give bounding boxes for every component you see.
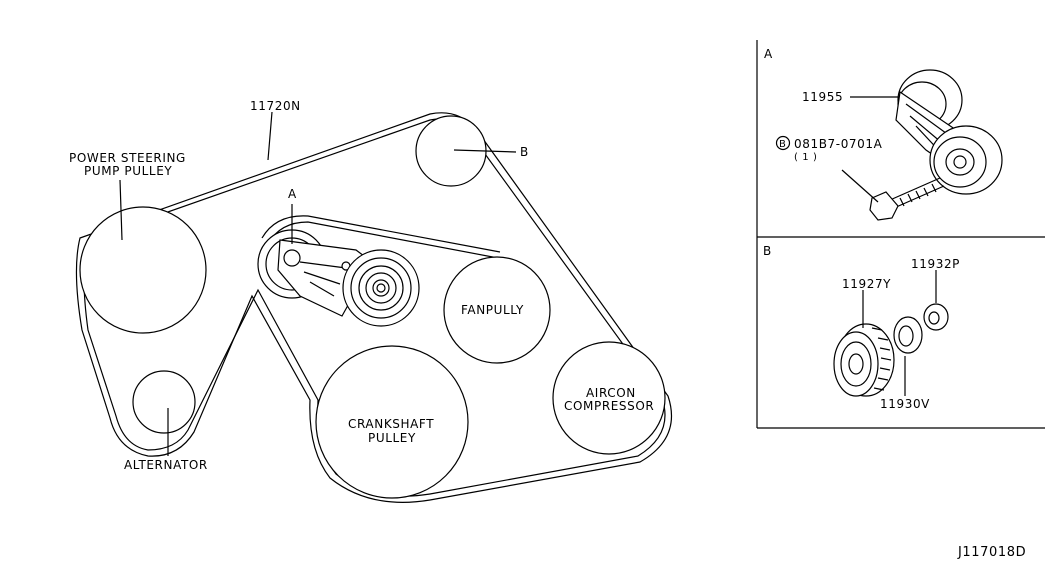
drive-belt-outer [75,112,672,503]
tensioner-part-number: 11955 [802,90,843,104]
alternator-label: ALTERNATOR [124,458,208,472]
aircon-label-line2: COMPRESSOR [564,399,654,413]
crankshaft-pulley [315,345,469,499]
detail-b-label: B [763,244,772,258]
detail-b-pulley [833,323,895,397]
bolt-spec-circle-letter: B [779,139,786,150]
detail-b-bearing [923,303,949,331]
bolt-quantity: ( 1 ) [794,152,818,163]
fan-pulley-label: FANPULLY [461,303,524,317]
crankshaft-label-line2: PULLEY [368,431,416,445]
aircon-compressor-pulley [552,341,666,455]
tensioner-assembly [257,229,420,327]
figure-id: J117018D [957,545,1026,560]
bolt-part-number: 081B7-0701A [794,137,883,151]
washer-part-number: 11930V [880,397,930,411]
detail-a-tensioner [895,69,1003,195]
crankshaft-label-line1: CRANKSHAFT [348,417,434,431]
power-steering-label-line1: POWER STEERING [69,151,186,165]
detail-b: B 11927Y 11932P 11930V [763,244,960,411]
power-steering-pulley [79,206,207,334]
detail-a: A 11955 B 081B7-0701A ( 1 ) [764,47,1003,221]
bearing-part-number: 11932P [911,257,960,271]
tensioner-ref-label: A [288,187,297,201]
belt-routing [75,111,672,503]
alternator-pulley [132,370,196,434]
aircon-label-line1: AIRCON [586,386,636,400]
pulley-part-number: 11927Y [842,277,891,291]
detail-a-label: A [764,47,773,61]
fan-pulley [443,256,551,364]
power-steering-label-line2: PUMP PULLEY [84,164,172,178]
detail-b-washer [893,316,923,354]
belt-part-number: 11720N [250,99,301,113]
bolt-spec-circle [775,135,791,151]
detail-a-bolt [869,177,945,221]
idler-ref-label: B [520,145,529,159]
